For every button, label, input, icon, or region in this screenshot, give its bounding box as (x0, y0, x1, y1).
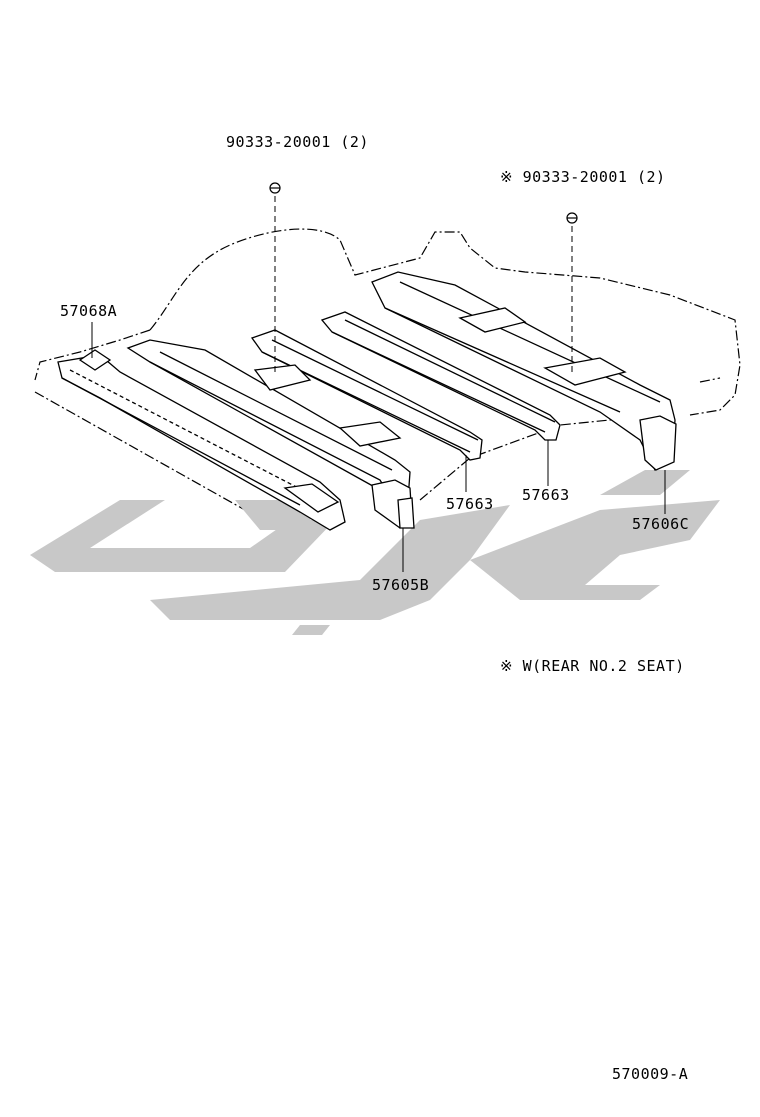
right-floor-rail (371, 271, 677, 471)
callout-57605B: 57605B (372, 576, 430, 594)
bolt-left (269, 182, 281, 194)
diagram-code: 570009-A (612, 1065, 689, 1083)
bolt-right (566, 212, 578, 224)
footnote-text: W(REAR NO.2 SEAT) (522, 657, 685, 675)
callout-bolt-left: 90333-20001 (2) (226, 133, 369, 151)
callout-57663-a: 57663 (446, 495, 494, 513)
callout-bolt-right: 90333-20001 (2) (522, 168, 666, 186)
callout-bolt-right-group: ※ 90333-20001 (2) (500, 168, 666, 186)
third-floor-rail (250, 329, 483, 461)
fourth-floor-rail (320, 311, 561, 441)
left-floor-rail (57, 349, 346, 531)
watermark-logo (30, 470, 720, 635)
callout-57606C: 57606C (632, 515, 690, 533)
leader-lines (91, 322, 666, 572)
second-floor-rail (126, 339, 415, 529)
callout-57663-b: 57663 (522, 486, 570, 504)
reference-mark: ※ (500, 168, 514, 186)
bolt-guide-lines (274, 196, 573, 375)
footnote: ※ W(REAR NO.2 SEAT) (500, 657, 685, 675)
footnote-mark: ※ (500, 657, 514, 675)
callout-57068A: 57068A (60, 302, 118, 320)
